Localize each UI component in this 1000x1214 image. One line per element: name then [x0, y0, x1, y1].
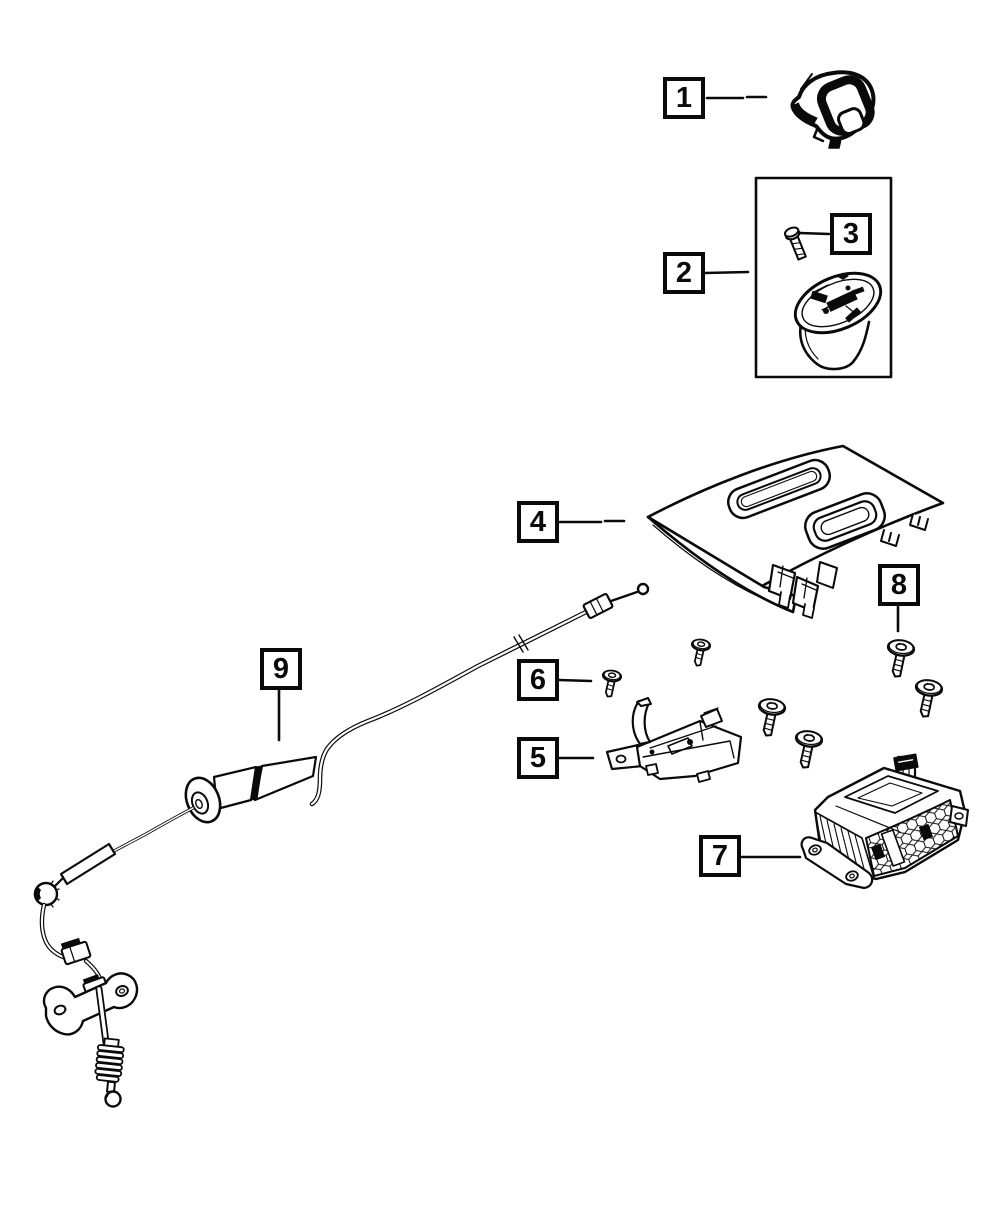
part-9-shift-cable-drawing	[33, 582, 650, 1108]
part-2-shift-knob-drawing	[793, 271, 883, 371]
part-2-group-box	[754, 176, 893, 379]
leader-6	[557, 678, 593, 683]
leader-2	[703, 270, 750, 275]
callout-6: 6	[517, 659, 559, 701]
part-5-bracket-drawing	[605, 697, 743, 783]
callout-2: 2	[663, 252, 705, 294]
part-6-screws-drawing	[599, 637, 712, 700]
part-3-screw-drawing	[783, 226, 807, 261]
callout-9: 9	[260, 648, 302, 690]
callout-7: 7	[699, 835, 741, 877]
leader-lines	[277, 95, 900, 859]
callout-3: 3	[830, 213, 872, 255]
part-8-screws-drawing	[753, 637, 945, 771]
callout-8: 8	[878, 564, 920, 606]
part-1-knob-cap-drawing	[790, 70, 876, 149]
callout-5: 5	[517, 737, 559, 779]
part-7-shifter-assembly-drawing	[800, 753, 969, 890]
leader-3	[798, 231, 831, 236]
part-4-console-bezel-drawing	[646, 444, 945, 619]
callout-4: 4	[517, 501, 559, 543]
callout-1: 1	[663, 77, 705, 119]
